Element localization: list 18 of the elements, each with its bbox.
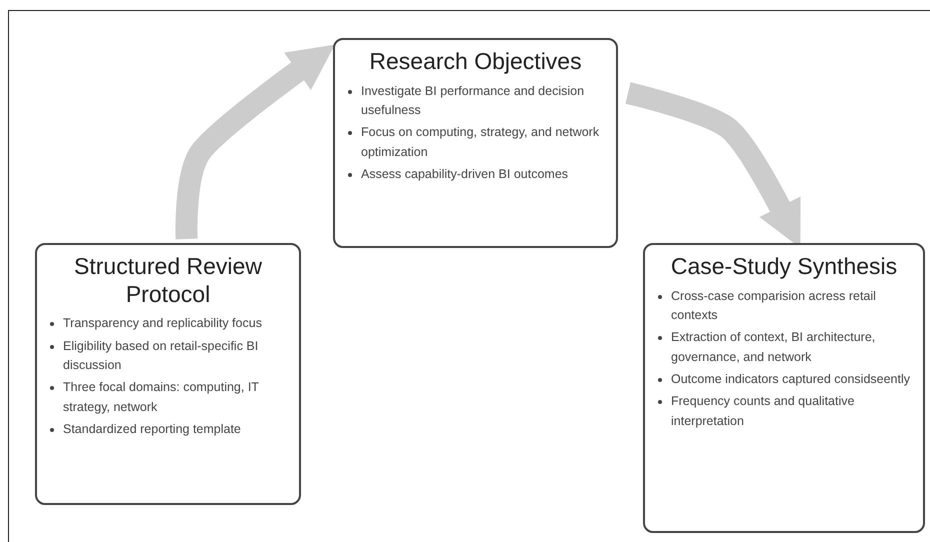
process-box <box>35 243 301 505</box>
bullet-text: Three focal domains: computing, IT strategy, network <box>63 379 260 416</box>
bullet-text: Focus on computing, strategy, and network optimization <box>361 124 600 161</box>
box-heading: Case-Study Synthesis <box>670 253 898 281</box>
bullet-text: Assess capability-driven BI outcomes <box>361 166 570 184</box>
box-heading: Research Objectives <box>368 48 583 76</box>
bullet-text: Eligibility based on retail-specific BI discussion <box>63 338 260 374</box>
process-box <box>333 38 618 248</box>
bullet-text: Cross-case comparision acress retail contexts <box>671 288 877 324</box>
bullet-text: Standardized reporting template <box>63 421 242 438</box>
curved-arrow <box>175 44 335 240</box>
bullet-text: Extraction of context, BI architecture, governance, and network <box>671 329 876 366</box>
process-box <box>643 243 925 533</box>
box-heading: Structured Review Protocol <box>73 253 263 308</box>
bullet-text: Outcome indicators captured considseently <box>671 371 912 388</box>
bullet-text: Investigate BI performance and decision usefulness <box>361 82 586 119</box>
bullet-text: Frequency counts and qualitative interpretation <box>671 393 856 430</box>
bullet-text: Transparency and replicability focus <box>63 315 263 332</box>
